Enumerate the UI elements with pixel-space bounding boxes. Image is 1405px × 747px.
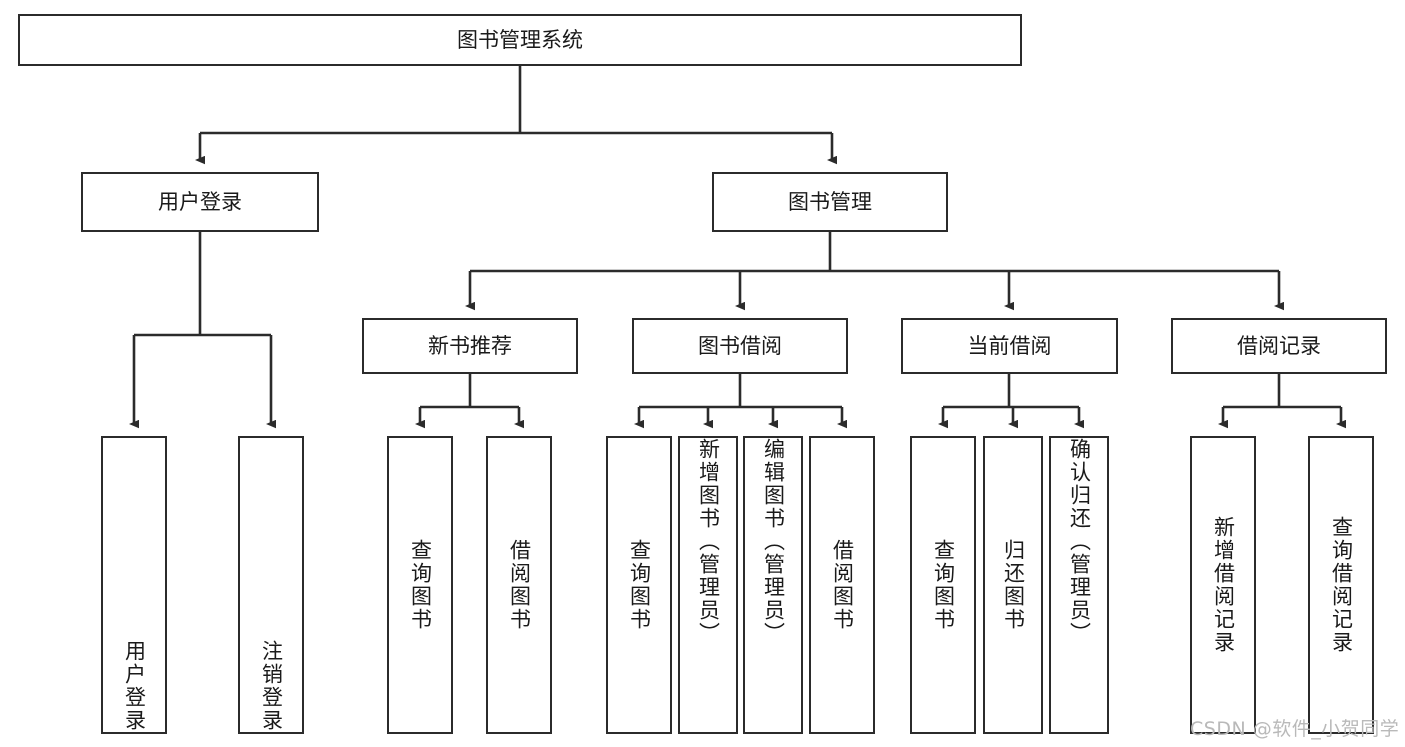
node-leaf-logout[interactable]: 注销登录 (238, 436, 304, 734)
node-leaf-query-book-rec[interactable]: 查询图书 (387, 436, 453, 734)
node-leaf-return-book[interactable]: 归还图书 (983, 436, 1043, 734)
node-user-login[interactable]: 用户登录 (81, 172, 319, 232)
csdn-watermark: CSDN @软件_小贺同学 (1190, 718, 1400, 740)
node-leaf-add-book-label: 新增图书（管理员） (696, 438, 721, 645)
node-user-login-label: 用户登录 (158, 189, 242, 214)
node-book-borrow[interactable]: 图书借阅 (632, 318, 848, 374)
node-leaf-query-book-rec-label: 查询图书 (408, 539, 433, 631)
node-leaf-borrow-book-label: 借阅图书 (830, 539, 855, 631)
node-leaf-add-record[interactable]: 新增借阅记录 (1190, 436, 1256, 734)
node-new-book-rec-label: 新书推荐 (428, 333, 512, 358)
node-leaf-query-book-cur[interactable]: 查询图书 (910, 436, 976, 734)
node-leaf-borrow-book-rec[interactable]: 借阅图书 (486, 436, 552, 734)
node-leaf-add-book[interactable]: 新增图书（管理员） (678, 436, 738, 734)
node-leaf-confirm-return-label: 确认归还（管理员） (1067, 438, 1092, 645)
node-leaf-confirm-return[interactable]: 确认归还（管理员） (1049, 436, 1109, 734)
node-leaf-query-record-label: 查询借阅记录 (1329, 516, 1354, 654)
node-leaf-add-record-label: 新增借阅记录 (1211, 516, 1236, 654)
node-leaf-user-login-label: 用户登录 (122, 640, 147, 732)
node-book-manage-label: 图书管理 (788, 189, 872, 214)
node-current-borrow[interactable]: 当前借阅 (901, 318, 1118, 374)
node-leaf-edit-book-label: 编辑图书（管理员） (761, 438, 786, 645)
node-borrow-records[interactable]: 借阅记录 (1171, 318, 1387, 374)
node-leaf-query-record[interactable]: 查询借阅记录 (1308, 436, 1374, 734)
node-book-manage[interactable]: 图书管理 (712, 172, 948, 232)
node-leaf-edit-book[interactable]: 编辑图书（管理员） (743, 436, 803, 734)
node-leaf-return-book-label: 归还图书 (1001, 539, 1026, 631)
node-borrow-records-label: 借阅记录 (1237, 333, 1321, 358)
node-leaf-query-book-borrow[interactable]: 查询图书 (606, 436, 672, 734)
node-leaf-borrow-book[interactable]: 借阅图书 (809, 436, 875, 734)
node-root-label: 图书管理系统 (457, 27, 583, 52)
node-current-borrow-label: 当前借阅 (967, 333, 1052, 358)
node-leaf-logout-label: 注销登录 (259, 640, 284, 732)
node-leaf-user-login[interactable]: 用户登录 (101, 436, 167, 734)
node-book-borrow-label: 图书借阅 (698, 333, 782, 358)
node-root[interactable]: 图书管理系统 (18, 14, 1022, 66)
node-leaf-query-book-cur-label: 查询图书 (931, 539, 956, 631)
node-new-book-rec[interactable]: 新书推荐 (362, 318, 578, 374)
node-leaf-query-book-borrow-label: 查询图书 (627, 539, 652, 631)
node-leaf-borrow-book-rec-label: 借阅图书 (507, 539, 532, 631)
